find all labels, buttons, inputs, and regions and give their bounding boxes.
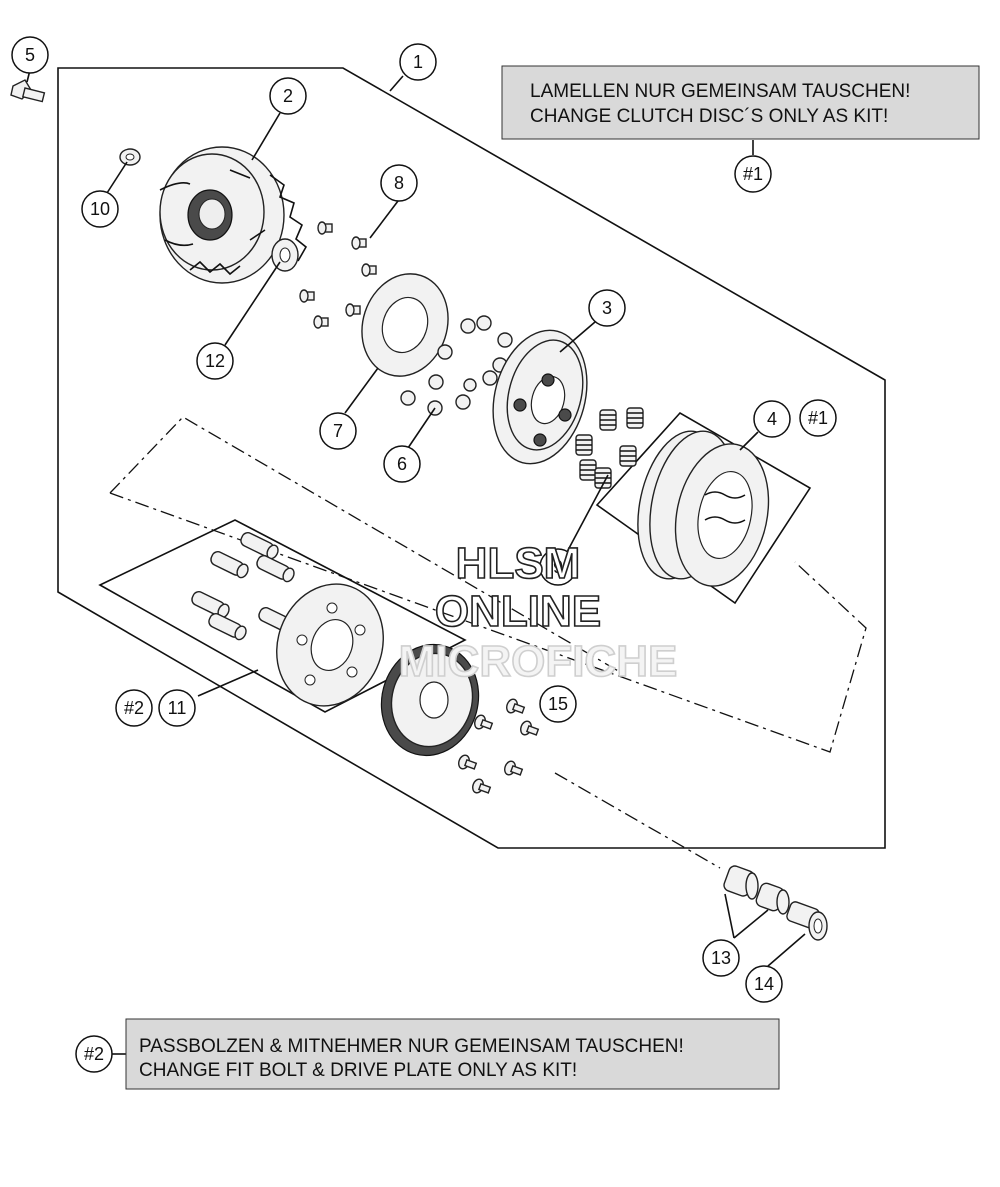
callout-kit1-discs: #1 — [799, 399, 837, 437]
watermark-line1: HLSM — [456, 539, 581, 588]
svg-text:5: 5 — [25, 45, 35, 65]
leader-lines — [26, 69, 806, 1055]
note-kit1-de: LAMELLEN NUR GEMEINSAM TAUSCHEN! — [530, 81, 910, 102]
svg-text:11: 11 — [168, 698, 187, 718]
callout-8: 8 — [380, 164, 418, 202]
bolts-part-15 — [458, 698, 540, 794]
callout-4: 4 — [753, 400, 791, 438]
leader-shaft — [554, 772, 721, 869]
callout-14: 14 — [745, 965, 783, 1003]
assembly-outline — [57, 67, 886, 849]
callout-7: 7 — [319, 412, 357, 450]
pin-group-frame — [98, 519, 467, 713]
clutch-hub-part-3 — [492, 329, 588, 465]
springs-part-9 — [575, 407, 644, 489]
callout-1: 1 — [399, 43, 437, 81]
callout-3: 3 — [588, 289, 626, 327]
leader-frame-upper — [109, 416, 621, 673]
svg-text:13: 13 — [711, 948, 731, 968]
svg-text:15: 15 — [548, 694, 568, 714]
svg-text:#1: #1 — [743, 164, 763, 184]
callout-kit2-pins: #2 — [115, 689, 153, 727]
svg-text:14: 14 — [754, 974, 774, 994]
sleeve-part-14 — [786, 901, 828, 941]
balls-part-6 — [400, 315, 513, 416]
svg-text:1: 1 — [413, 52, 423, 72]
callout-12: 12 — [196, 342, 234, 380]
bolts-part-8 — [299, 221, 377, 329]
bushings-part-13 — [723, 865, 790, 915]
svg-text:3: 3 — [602, 298, 612, 318]
callout-2: 2 — [269, 77, 307, 115]
bolt-part-5 — [10, 79, 46, 103]
callout-kit1-top: #1 — [734, 155, 772, 193]
primary-gear — [380, 643, 480, 757]
note-kit2-en: CHANGE FIT BOLT & DRIVE PLATE ONLY AS KI… — [139, 1060, 577, 1081]
callout-15: 15 — [539, 685, 577, 723]
svg-text:4: 4 — [767, 409, 777, 429]
svg-text:10: 10 — [90, 199, 110, 219]
svg-text:12: 12 — [205, 351, 225, 371]
svg-text:2: 2 — [283, 86, 293, 106]
leader-frame-lower — [109, 492, 867, 753]
plate-part-7 — [361, 273, 449, 377]
watermark-line2: ONLINE — [435, 587, 601, 636]
svg-text:7: 7 — [333, 421, 343, 441]
watermark: HLSM ONLINE MICROFICHE — [398, 538, 678, 687]
svg-text:#2: #2 — [84, 1044, 104, 1064]
note-kit2-de: PASSBOLZEN & MITNEHMER NUR GEMEINSAM TAU… — [139, 1036, 684, 1057]
note-kit2: PASSBOLZEN & MITNEHMER NUR GEMEINSAM TAU… — [125, 1018, 780, 1090]
callout-11: 11 — [158, 689, 196, 727]
callouts: 1 2 3 4 5 6 7 8 9 10 11 12 13 14 15 #1 #… — [11, 36, 837, 1073]
callout-13: 13 — [702, 939, 740, 977]
callout-5: 5 — [11, 36, 49, 74]
clutch-basket-part-2 — [159, 146, 308, 284]
callout-10: 10 — [81, 190, 119, 228]
drive-plate-part-11 — [276, 583, 384, 707]
watermark-line3: MICROFICHE — [399, 637, 678, 686]
svg-text:8: 8 — [394, 173, 404, 193]
svg-text:9: 9 — [553, 557, 563, 577]
svg-text:#2: #2 — [124, 698, 144, 718]
callout-6: 6 — [383, 445, 421, 483]
note-kit1-en: CHANGE CLUTCH DISC´S ONLY AS KIT! — [530, 106, 888, 127]
disc-pack-part-4 — [637, 430, 770, 587]
callout-kit2-note: #2 — [75, 1035, 113, 1073]
callout-9: 9 — [539, 548, 577, 586]
svg-text:6: 6 — [397, 454, 407, 474]
note-kit1: LAMELLEN NUR GEMEINSAM TAUSCHEN! CHANGE … — [501, 65, 980, 140]
svg-text:#1: #1 — [808, 408, 828, 428]
